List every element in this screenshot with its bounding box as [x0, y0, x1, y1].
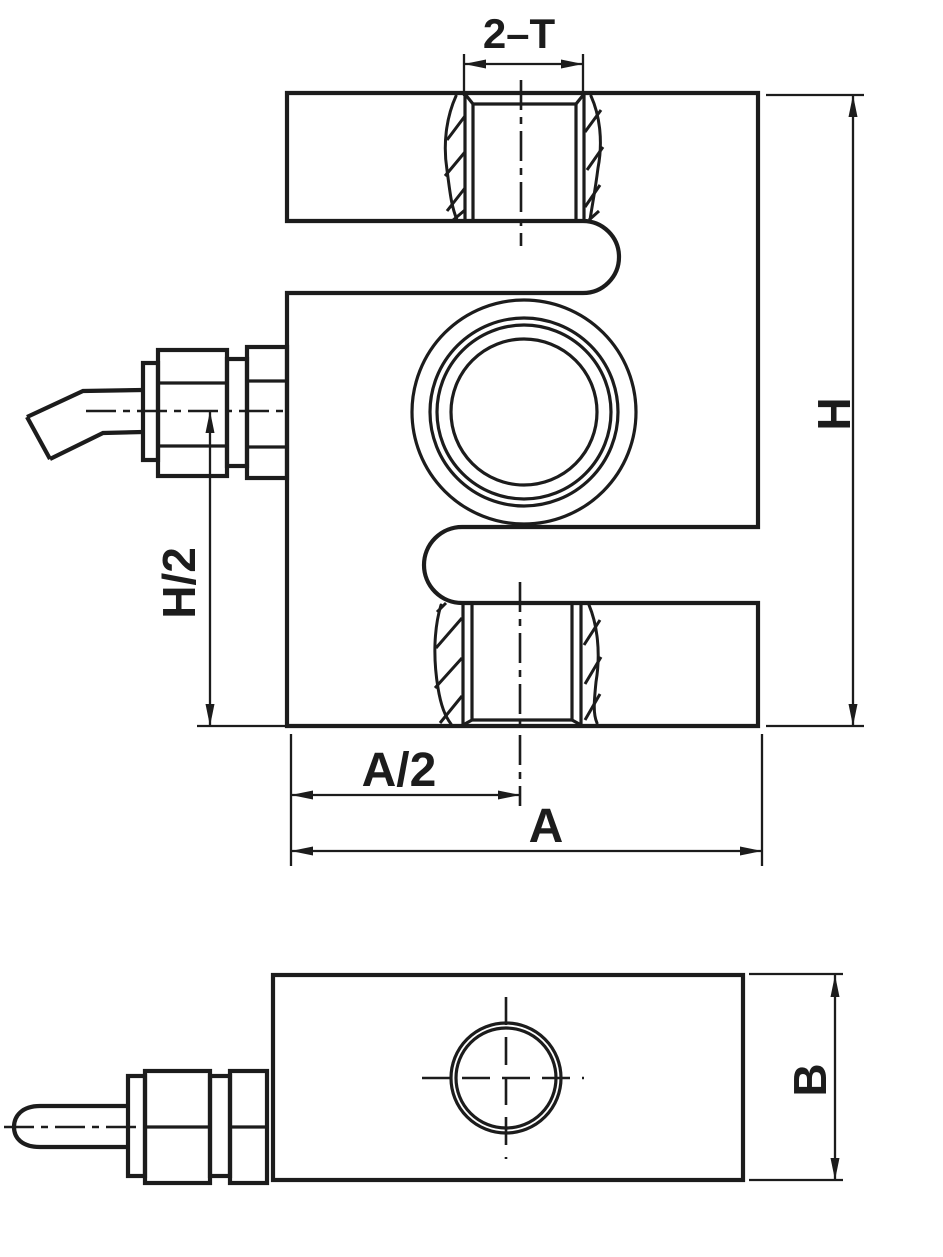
dim-thread: 2–T [462, 10, 585, 96]
arrowhead [830, 975, 840, 997]
arrowhead [848, 704, 858, 726]
hatching [433, 601, 603, 724]
gland-base [244, 344, 290, 481]
arrowhead [740, 846, 762, 856]
side-view: B [4, 972, 843, 1186]
dim-label-height: H [808, 397, 860, 430]
arrowhead [561, 59, 583, 69]
dim-half-width: A/2 [289, 734, 520, 866]
dim-depth: B [749, 972, 843, 1182]
arrowhead [848, 95, 858, 117]
gland-nut [155, 347, 230, 479]
dim-half-height: H/2 [153, 411, 289, 728]
cable [11, 1103, 128, 1150]
section-break-line [433, 603, 453, 726]
top-threaded-hole [443, 93, 605, 223]
load-cell-body-outline [284, 90, 761, 729]
arrowhead [205, 411, 215, 433]
hatching [443, 109, 605, 223]
arrowhead [291, 846, 313, 856]
dim-label-half-height: H/2 [153, 547, 205, 619]
side-centerlines [4, 997, 584, 1159]
gland-neck [207, 1073, 233, 1179]
arrowhead [291, 790, 313, 800]
cable-gland-connector-side [11, 1068, 270, 1186]
bottom-threaded-hole [433, 601, 603, 727]
side-body-outline [270, 972, 746, 1183]
arrowhead [464, 59, 486, 69]
arrowhead [498, 790, 520, 800]
arrowhead [830, 1158, 840, 1180]
arrowhead [205, 704, 215, 726]
cable [49, 429, 144, 461]
cable-gland-connector-front [25, 344, 290, 481]
dim-label-width: A [529, 800, 564, 853]
center-hole-circles [410, 298, 638, 526]
front-view: 2–T H H/2 A/2 [25, 10, 864, 866]
dim-label-thread: 2–T [483, 10, 556, 57]
cable [26, 387, 144, 419]
section-break-line [587, 603, 600, 725]
centerlines [86, 80, 523, 806]
dim-label-depth: B [784, 1063, 836, 1096]
dim-width: A [291, 734, 764, 866]
gland-neck [224, 356, 250, 469]
dim-height: H [766, 93, 864, 728]
cable-end [25, 415, 52, 461]
dim-label-half-width: A/2 [362, 744, 437, 797]
